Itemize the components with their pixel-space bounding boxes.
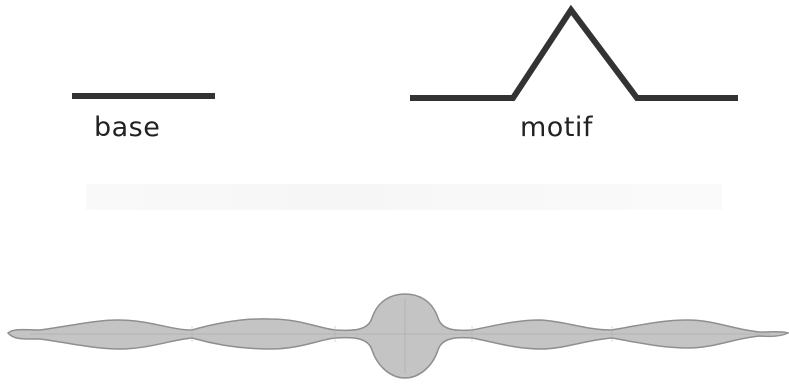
faint-strip: [86, 184, 722, 210]
base-label: base: [94, 114, 160, 141]
fractal-shape-body: [8, 294, 788, 378]
fractal-shape: [8, 294, 788, 378]
motif-line: [410, 10, 738, 98]
motif-label: motif: [520, 114, 593, 141]
